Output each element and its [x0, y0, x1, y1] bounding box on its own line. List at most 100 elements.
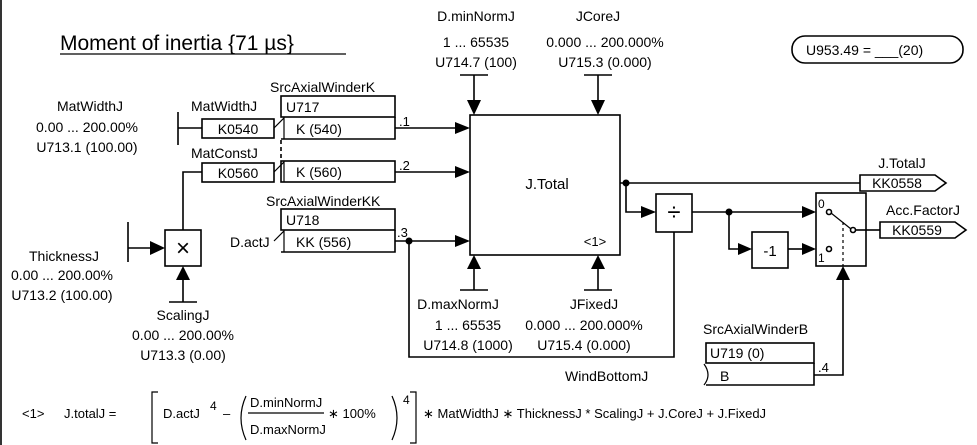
- max-norm-arrow: [467, 255, 481, 269]
- src-b-input: WindBottomJ: [565, 368, 648, 384]
- src-kk-chevron: [273, 229, 285, 252]
- min-norm-param: U714.7 (100): [435, 54, 517, 70]
- jfixed-param: U715.4 (0.000): [537, 337, 630, 353]
- scaling-param: U713.3 (0.00): [140, 347, 226, 363]
- switch-top-arrow: [802, 206, 816, 218]
- jtotal-block-label: J.Total: [525, 176, 568, 193]
- src-kk-row: KK (556): [296, 234, 351, 250]
- src-k-row2: K (560): [296, 164, 342, 180]
- param-jfixed: JFixedJ 0.000 ... 200.000% U715.4 (0.000…: [525, 255, 643, 353]
- matwidth-conn-label: MatWidthJ: [191, 98, 257, 114]
- out-acc-connector: [879, 221, 968, 239]
- matconst-connector-text: K0560: [218, 165, 259, 181]
- min-norm-arrow: [467, 100, 481, 115]
- src-b-header: [705, 342, 815, 364]
- min-norm-range: 1 ... 65535: [443, 34, 509, 50]
- formula-times100: ∗ 100%: [328, 406, 376, 421]
- jtotal-block-note: <1>: [584, 234, 606, 249]
- out-jtotal-connector: [859, 174, 948, 192]
- wire-to-negate: [728, 212, 738, 250]
- src-kk-row-box: [281, 230, 396, 253]
- formula-bracket-right: [410, 391, 417, 444]
- badge-outline: [791, 35, 964, 64]
- src-b-chevron: [703, 363, 709, 386]
- src-kk-name: SrcAxialWinderKK: [266, 193, 381, 209]
- jfixed-name: JFixedJ: [570, 296, 618, 312]
- multiplier-block: [164, 229, 202, 267]
- src-b-name: SrcAxialWinderB: [703, 321, 808, 337]
- divider-block: [655, 193, 693, 233]
- param-min-norm: D.minNormJ 1 ... 65535 U714.7 (100): [435, 8, 517, 115]
- switch-contact1: [825, 245, 833, 253]
- wire-b-to-switch: [814, 280, 844, 376]
- wire-port2-arrow: [455, 166, 470, 178]
- thickness-range: 0.00 ... 200.00%: [11, 267, 113, 283]
- divider-symbol: ÷: [667, 199, 680, 226]
- src-k-row1-chevron: [273, 116, 285, 139]
- negate-arrow: [738, 243, 752, 255]
- wire-port1-arrow: [455, 122, 470, 134]
- diagram-title: Moment of inertia {71 µs}: [60, 32, 294, 55]
- formula: <1> J.totalJ = D.actJ 4 – D.minNormJ D.m…: [22, 391, 766, 444]
- src-kk-param: U718: [286, 212, 320, 228]
- jfixed-range: 0.000 ... 200.000%: [525, 317, 643, 333]
- formula-bracket-left: [151, 391, 158, 444]
- jcore-param: U715.3 (0.000): [558, 54, 651, 70]
- formula-lhs: J.totalJ =: [64, 406, 116, 421]
- param-matwidth: MatWidthJ 0.00 ... 200.00% U713.1 (100.0…: [36, 98, 202, 155]
- switch-pos0: 0: [818, 197, 825, 211]
- src-k-header: [280, 95, 396, 118]
- wire-dact-to-divider: [408, 226, 675, 358]
- switch-contact0: [825, 208, 833, 216]
- port3-label: .3: [397, 225, 408, 240]
- matconst-conn-label: MatConstJ: [191, 145, 258, 161]
- negate-block: [751, 231, 789, 269]
- switch-common: [849, 226, 857, 234]
- switch-bottom-arrow: [802, 243, 816, 255]
- src-b-row-box: [706, 363, 815, 386]
- jfixed-arrow: [591, 255, 605, 269]
- formula-num: D.minNormJ: [250, 395, 322, 410]
- matwidth-connector: [201, 118, 275, 139]
- jcore-arrow: [591, 100, 605, 115]
- param-jcore: JCoreJ 0.000 ... 200.000% U715.3 (0.000): [546, 8, 664, 115]
- src-b-row: B: [720, 368, 729, 384]
- formula-outer-exp: 4: [403, 393, 410, 407]
- formula-dact-exp: 4: [210, 399, 217, 413]
- formula-paren-left: [240, 395, 247, 441]
- formula-minus: –: [223, 406, 231, 421]
- min-norm-name: D.minNormJ: [437, 8, 515, 24]
- matwidth-param: U713.1 (100.00): [36, 139, 137, 155]
- thickness-arrow: [150, 241, 165, 255]
- matwidth-connector-text: K0540: [218, 121, 259, 137]
- wire-multiplier-to-matconst: [182, 171, 202, 230]
- out-acc-name: Acc.FactorJ: [886, 202, 960, 218]
- multiplier-symbol: ×: [176, 235, 190, 262]
- src-k-name: SrcAxialWinderK: [270, 79, 376, 95]
- param-scaling: ScalingJ 0.00 ... 200.00% U713.3 (0.00): [132, 266, 234, 363]
- switch-lever: [830, 212, 852, 230]
- formula-ref: <1>: [22, 406, 44, 421]
- formula-den: D.maxNormJ: [250, 422, 326, 437]
- max-norm-range: 1 ... 65535: [435, 317, 501, 333]
- out-jtotal-conn: KK0558: [872, 175, 922, 191]
- port1-label: .1: [399, 114, 410, 129]
- out-acc-conn: KK0559: [892, 222, 942, 238]
- scaling-name: ScalingJ: [157, 307, 210, 323]
- scaling-arrow: [176, 266, 190, 280]
- jcore-name: JCoreJ: [576, 8, 620, 24]
- wire-port3-arrow: [455, 235, 470, 247]
- port2-label: .2: [399, 158, 410, 173]
- param-max-norm: D.maxNormJ 1 ... 65535 U714.8 (1000): [417, 255, 513, 353]
- out-jtotal-name: J.TotalJ: [878, 155, 925, 171]
- negate-label: -1: [763, 243, 776, 260]
- matwidth-name: MatWidthJ: [57, 98, 123, 114]
- max-norm-name: D.maxNormJ: [417, 296, 499, 312]
- thickness-name: ThicknessJ: [29, 248, 99, 264]
- port4-label: .4: [818, 360, 829, 375]
- jcore-range: 0.000 ... 200.000%: [546, 34, 664, 50]
- param-thickness: ThicknessJ 0.00 ... 200.00% U713.2 (100.…: [11, 222, 165, 303]
- src-k-param: U717: [286, 99, 320, 115]
- formula-paren-right: [391, 395, 398, 441]
